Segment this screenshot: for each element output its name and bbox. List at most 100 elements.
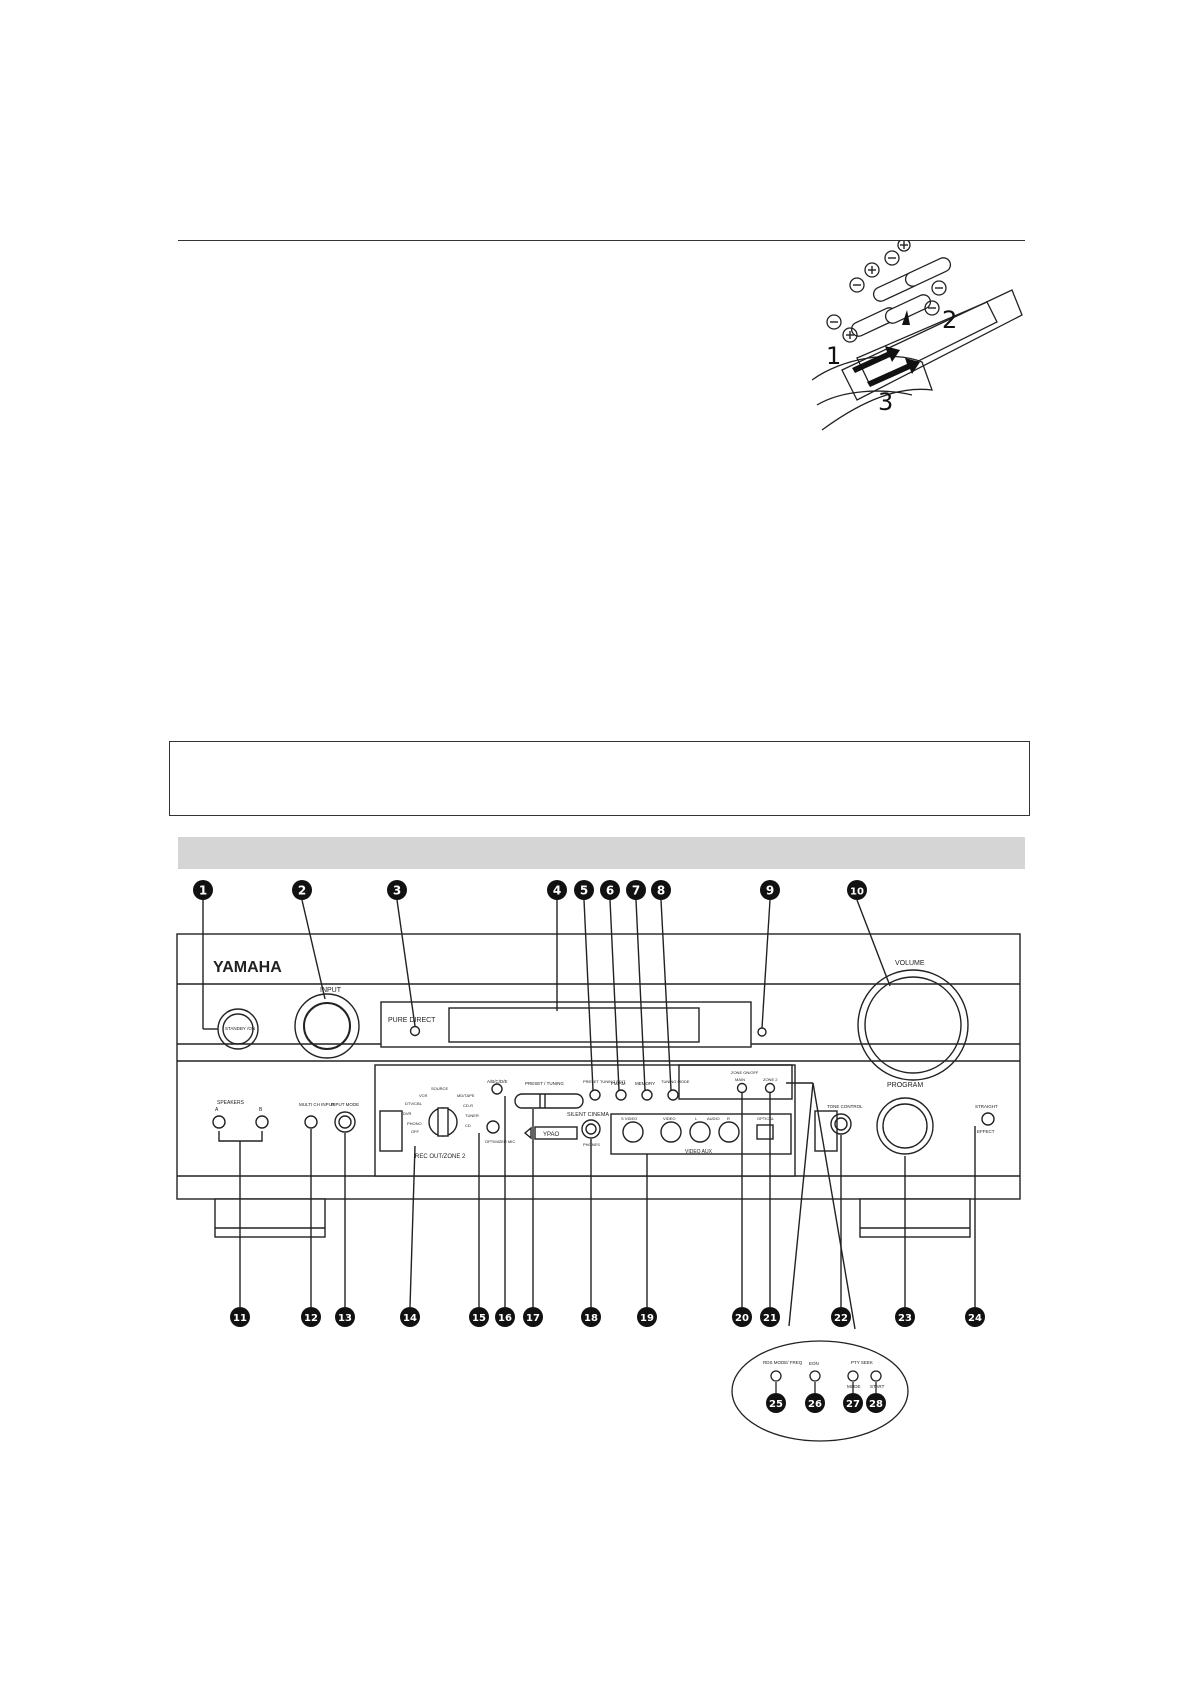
callout-5: 5 xyxy=(580,884,588,898)
zone2-label: ZONE 2 xyxy=(763,1077,778,1082)
callout-14: 14 xyxy=(403,1313,417,1324)
volume-knob[interactable] xyxy=(857,969,969,1081)
video-aux-label: VIDEO AUX xyxy=(685,1149,713,1155)
silent-cinema-label: SILENT CINEMA xyxy=(567,1112,609,1118)
effect-label: EFFECT xyxy=(977,1129,995,1134)
door-latch-right xyxy=(814,1110,838,1152)
s-video-label: S VIDEO xyxy=(621,1116,637,1121)
brand-logo: YAMAHA xyxy=(213,959,282,976)
input-label: INPUT xyxy=(320,987,342,994)
door-latch-left xyxy=(379,1110,403,1152)
video-jack[interactable] xyxy=(660,1121,682,1143)
callout-7: 7 xyxy=(632,884,640,898)
preset-tuning-edit-button[interactable] xyxy=(589,1089,601,1101)
phones-jack[interactable] xyxy=(581,1119,601,1139)
s-video-jack[interactable] xyxy=(622,1121,644,1143)
front-panel-diagram: 1 2 3 4 5 6 7 8 9 10 xyxy=(176,880,1021,1442)
callouts-bottom: 11 12 13 14 15 16 17 18 19 20 21 22 23 2… xyxy=(230,1307,985,1327)
callout-23: 23 xyxy=(898,1313,912,1324)
pty-seek-start-button[interactable] xyxy=(870,1370,882,1382)
callout-4: 4 xyxy=(553,884,561,898)
optimizer-mic-label: OPTIMIZER MIC xyxy=(485,1139,515,1144)
audio-r-jack[interactable] xyxy=(718,1121,740,1143)
pty-seek-mode-button[interactable] xyxy=(847,1370,859,1382)
dial-label-off: OFF xyxy=(411,1129,420,1134)
mode-label: MODE xyxy=(847,1384,861,1389)
abcde-label: A/B/C/D/E xyxy=(487,1079,508,1084)
callout-12: 12 xyxy=(304,1313,318,1324)
optical-label: OPTICAL xyxy=(757,1116,775,1121)
optical-jack[interactable] xyxy=(756,1124,774,1140)
rec-out-zone2-label: REC OUT/ZONE 2 xyxy=(415,1154,466,1160)
dial-label-vcr: VCR xyxy=(419,1093,428,1098)
speakers-a-button[interactable] xyxy=(212,1115,226,1129)
step-1-label: 1 xyxy=(826,342,841,370)
header-rule xyxy=(178,240,1025,241)
left-foot xyxy=(214,1198,326,1238)
program-knob[interactable] xyxy=(876,1097,934,1155)
callout-8: 8 xyxy=(657,884,665,898)
zone-on-off-panel xyxy=(678,1064,793,1100)
dial-label-dvr: DVR xyxy=(403,1111,412,1116)
callout-3: 3 xyxy=(393,884,401,898)
multi-ch-input-label: MULTI CH INPUT xyxy=(299,1102,335,1107)
fm-am-button[interactable] xyxy=(615,1089,627,1101)
preset-tuning-edit-label: PRESET TUNING EDIT xyxy=(583,1079,626,1084)
pty-seek-label: PTY SEEK xyxy=(851,1360,873,1365)
volume-label: VOLUME xyxy=(895,960,925,967)
tuning-mode-button[interactable] xyxy=(667,1089,679,1101)
speakers-b-button[interactable] xyxy=(255,1115,269,1129)
dial-label-tuner: TUNER xyxy=(465,1113,479,1118)
preset-tuning-rocker[interactable] xyxy=(514,1093,584,1109)
ypao-badge xyxy=(534,1126,578,1140)
front-display xyxy=(448,1007,700,1043)
tone-control-button[interactable] xyxy=(830,1113,852,1135)
rds-mode-freq-button[interactable] xyxy=(770,1370,782,1382)
memory-label: MEMORY xyxy=(635,1081,655,1086)
multi-ch-input-button[interactable] xyxy=(304,1115,318,1129)
right-foot xyxy=(859,1198,971,1238)
input-selector-knob[interactable] xyxy=(294,993,360,1059)
dial-label-md-tape: MD/TAPE xyxy=(457,1093,475,1098)
dial-label-source: SOURCE xyxy=(431,1086,448,1091)
callout-19: 19 xyxy=(640,1313,654,1324)
main-zone-button[interactable] xyxy=(736,1082,748,1094)
step-2-label: 2 xyxy=(942,306,957,334)
callout-21: 21 xyxy=(763,1313,777,1324)
callout-15: 15 xyxy=(472,1313,486,1324)
callout-27: 27 xyxy=(846,1399,860,1410)
video-aux-jack-panel xyxy=(610,1113,792,1155)
zone2-button[interactable] xyxy=(764,1082,776,1094)
video-label: VIDEO xyxy=(663,1116,675,1121)
main-label: MAIN xyxy=(735,1077,745,1082)
eon-button[interactable] xyxy=(809,1370,821,1382)
memory-button[interactable] xyxy=(641,1089,653,1101)
audio-l-jack[interactable] xyxy=(689,1121,711,1143)
callout-18: 18 xyxy=(584,1313,598,1324)
callout-24: 24 xyxy=(968,1313,982,1324)
battery-insertion-illustration: 1 2 3 xyxy=(812,240,1023,431)
callout-17: 17 xyxy=(526,1313,540,1324)
callout-16: 16 xyxy=(498,1313,512,1324)
straight-effect-button[interactable] xyxy=(981,1112,995,1126)
ypao-label: YPAO xyxy=(543,1132,560,1138)
zone-on-off-label: ZONE ON/OFF xyxy=(731,1070,759,1075)
dial-label-cd: CD xyxy=(465,1123,471,1128)
audio-label: AUDIO xyxy=(707,1116,720,1121)
pure-direct-label: PURE DIRECT xyxy=(388,1017,436,1024)
input-mode-button[interactable] xyxy=(334,1111,356,1133)
rds-inset: RDS MODE/ FREQ EON PTY SEEK MODE START 2… xyxy=(731,1340,909,1442)
abcde-button[interactable] xyxy=(491,1083,503,1095)
callout-20: 20 xyxy=(735,1313,749,1324)
pure-direct-button[interactable] xyxy=(409,1025,421,1037)
phones-label: PHONES xyxy=(583,1142,600,1147)
eon-label: EON xyxy=(809,1361,819,1366)
step-3-label: 3 xyxy=(878,388,893,416)
callouts-top: 1 2 3 4 5 6 7 8 9 10 xyxy=(193,880,867,900)
optimizer-mic-jack[interactable] xyxy=(486,1120,500,1134)
audio-l-label: L xyxy=(695,1116,698,1121)
callout-6: 6 xyxy=(606,884,614,898)
input-mode-label: INPUT MODE xyxy=(331,1102,359,1107)
note-box xyxy=(169,741,1030,816)
callout-13: 13 xyxy=(338,1313,352,1324)
